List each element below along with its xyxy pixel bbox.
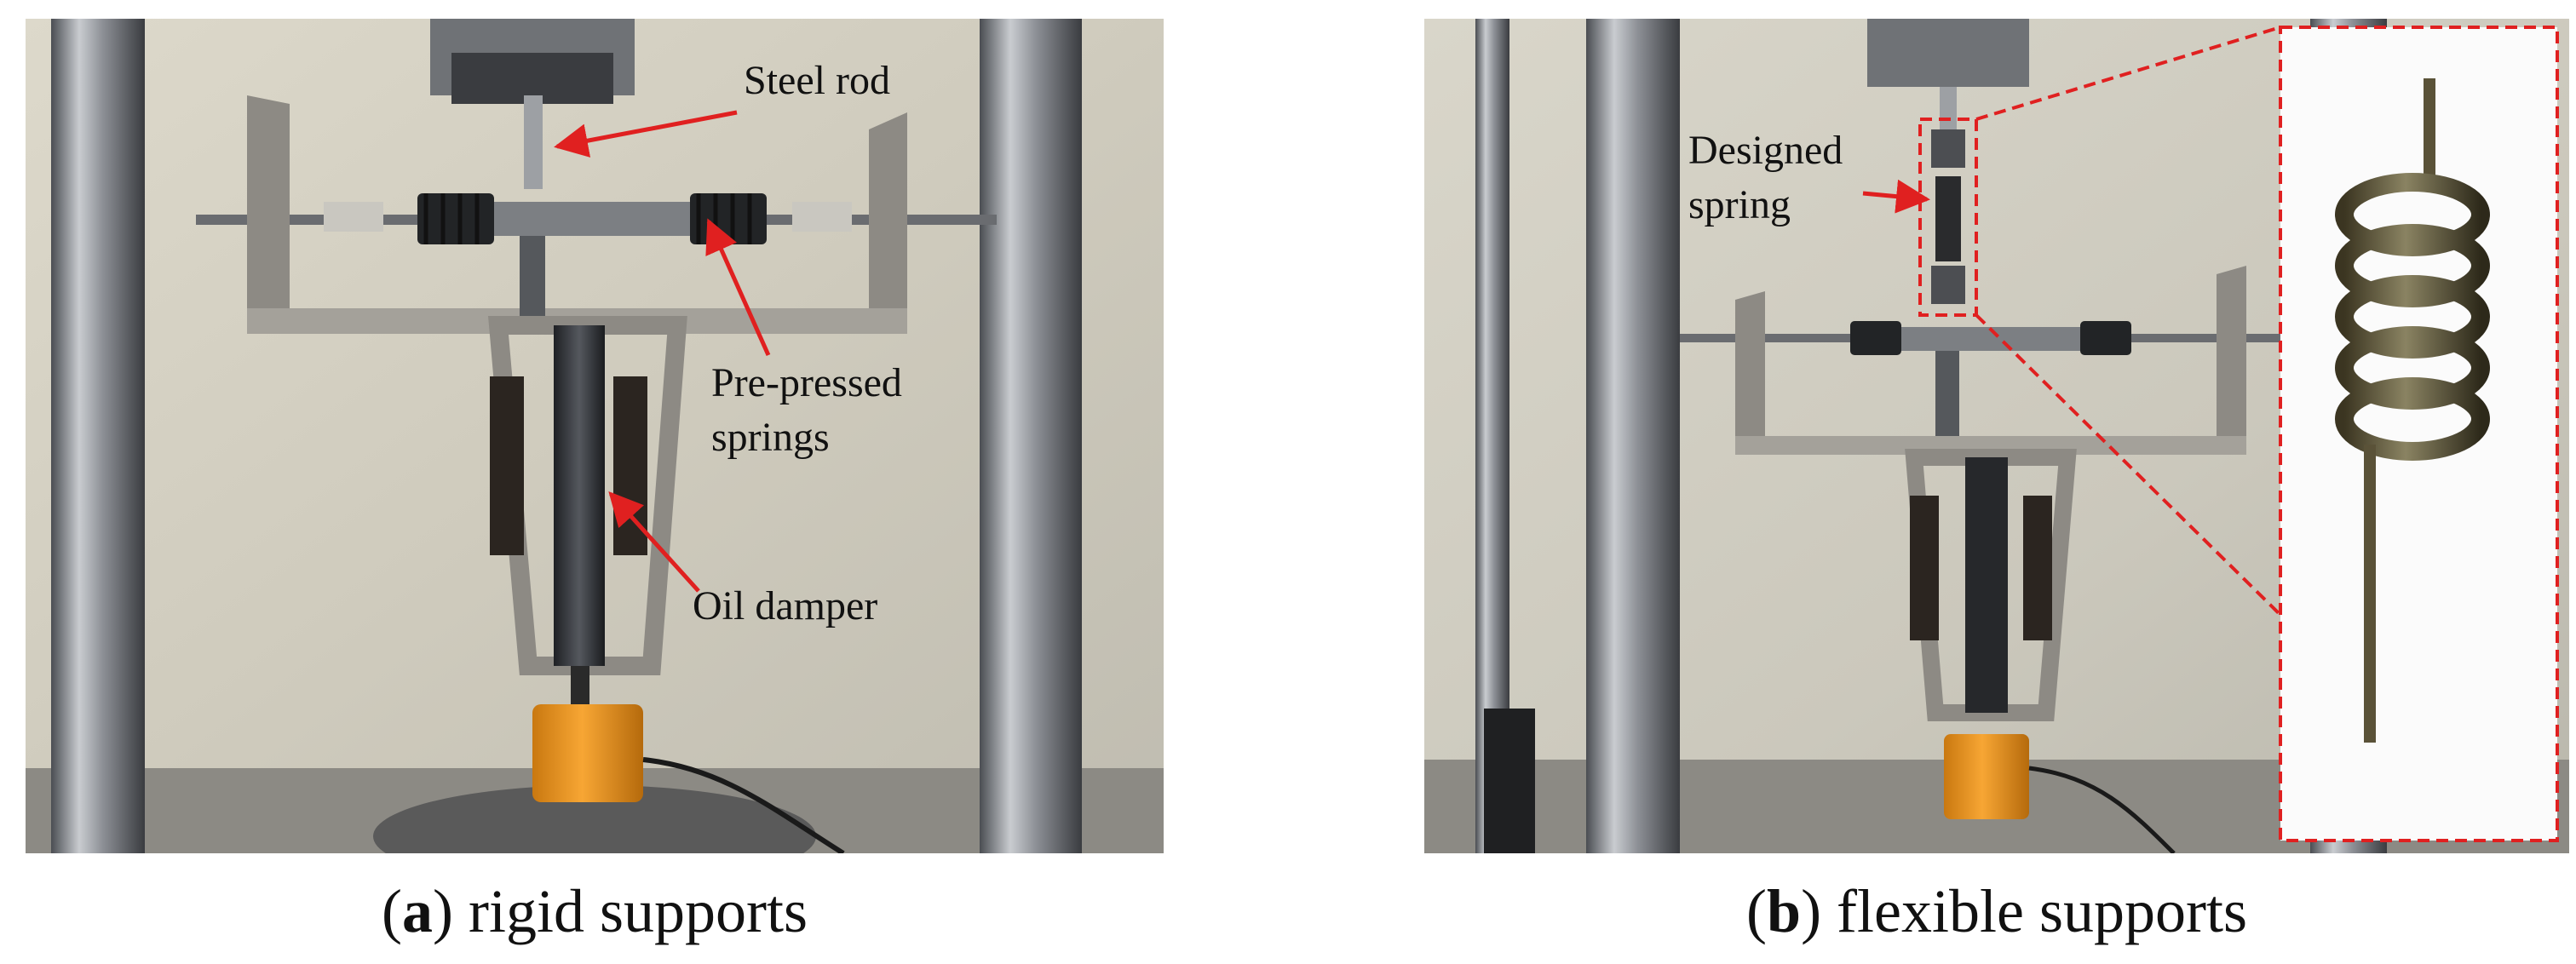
steel-rod [524, 95, 543, 189]
rigid-supports-photo-illustration: Steel rod Pre-pressed springs Oil damper [26, 19, 1164, 853]
label-pre-pressed-line-1: Pre-pressed [711, 360, 902, 405]
flexible-supports-photo-illustration: Designed spring [1424, 19, 2569, 853]
caption-flexible-supports: (b) flexible supports [1746, 877, 2247, 945]
label-designed-line-1: Designed [1688, 128, 1843, 173]
designed-spring [1935, 176, 1961, 261]
machine-column-right [980, 19, 1082, 853]
label-designed-line-2: spring [1688, 182, 1791, 227]
label-pre-pressed-line-2: springs [711, 415, 830, 460]
oil-damper [554, 325, 605, 666]
machine-column-left [51, 19, 145, 853]
photo-rigid-supports: Steel rod Pre-pressed springs Oil damper [26, 19, 1164, 853]
label-steel-rod: Steel rod [744, 58, 890, 103]
spring-zoom-inset [2279, 26, 2559, 842]
caption-letter-b: b [1767, 877, 1802, 945]
load-cell [532, 704, 643, 802]
spring-closeup [2335, 78, 2490, 743]
spring-highlight-box [1918, 118, 1978, 317]
caption-rigid-supports: (a) rigid supports [382, 877, 808, 945]
oil-damper [1965, 457, 2008, 713]
caption-text-b: flexible supports [1821, 877, 2247, 945]
load-cell [1944, 734, 2029, 819]
label-oil-damper: Oil damper [693, 583, 877, 628]
machine-column-left [1586, 19, 1680, 853]
caption-text-a: rigid supports [452, 877, 808, 945]
caption-letter-a: a [401, 877, 433, 945]
photo-flexible-supports: Designed spring [1424, 19, 2569, 853]
